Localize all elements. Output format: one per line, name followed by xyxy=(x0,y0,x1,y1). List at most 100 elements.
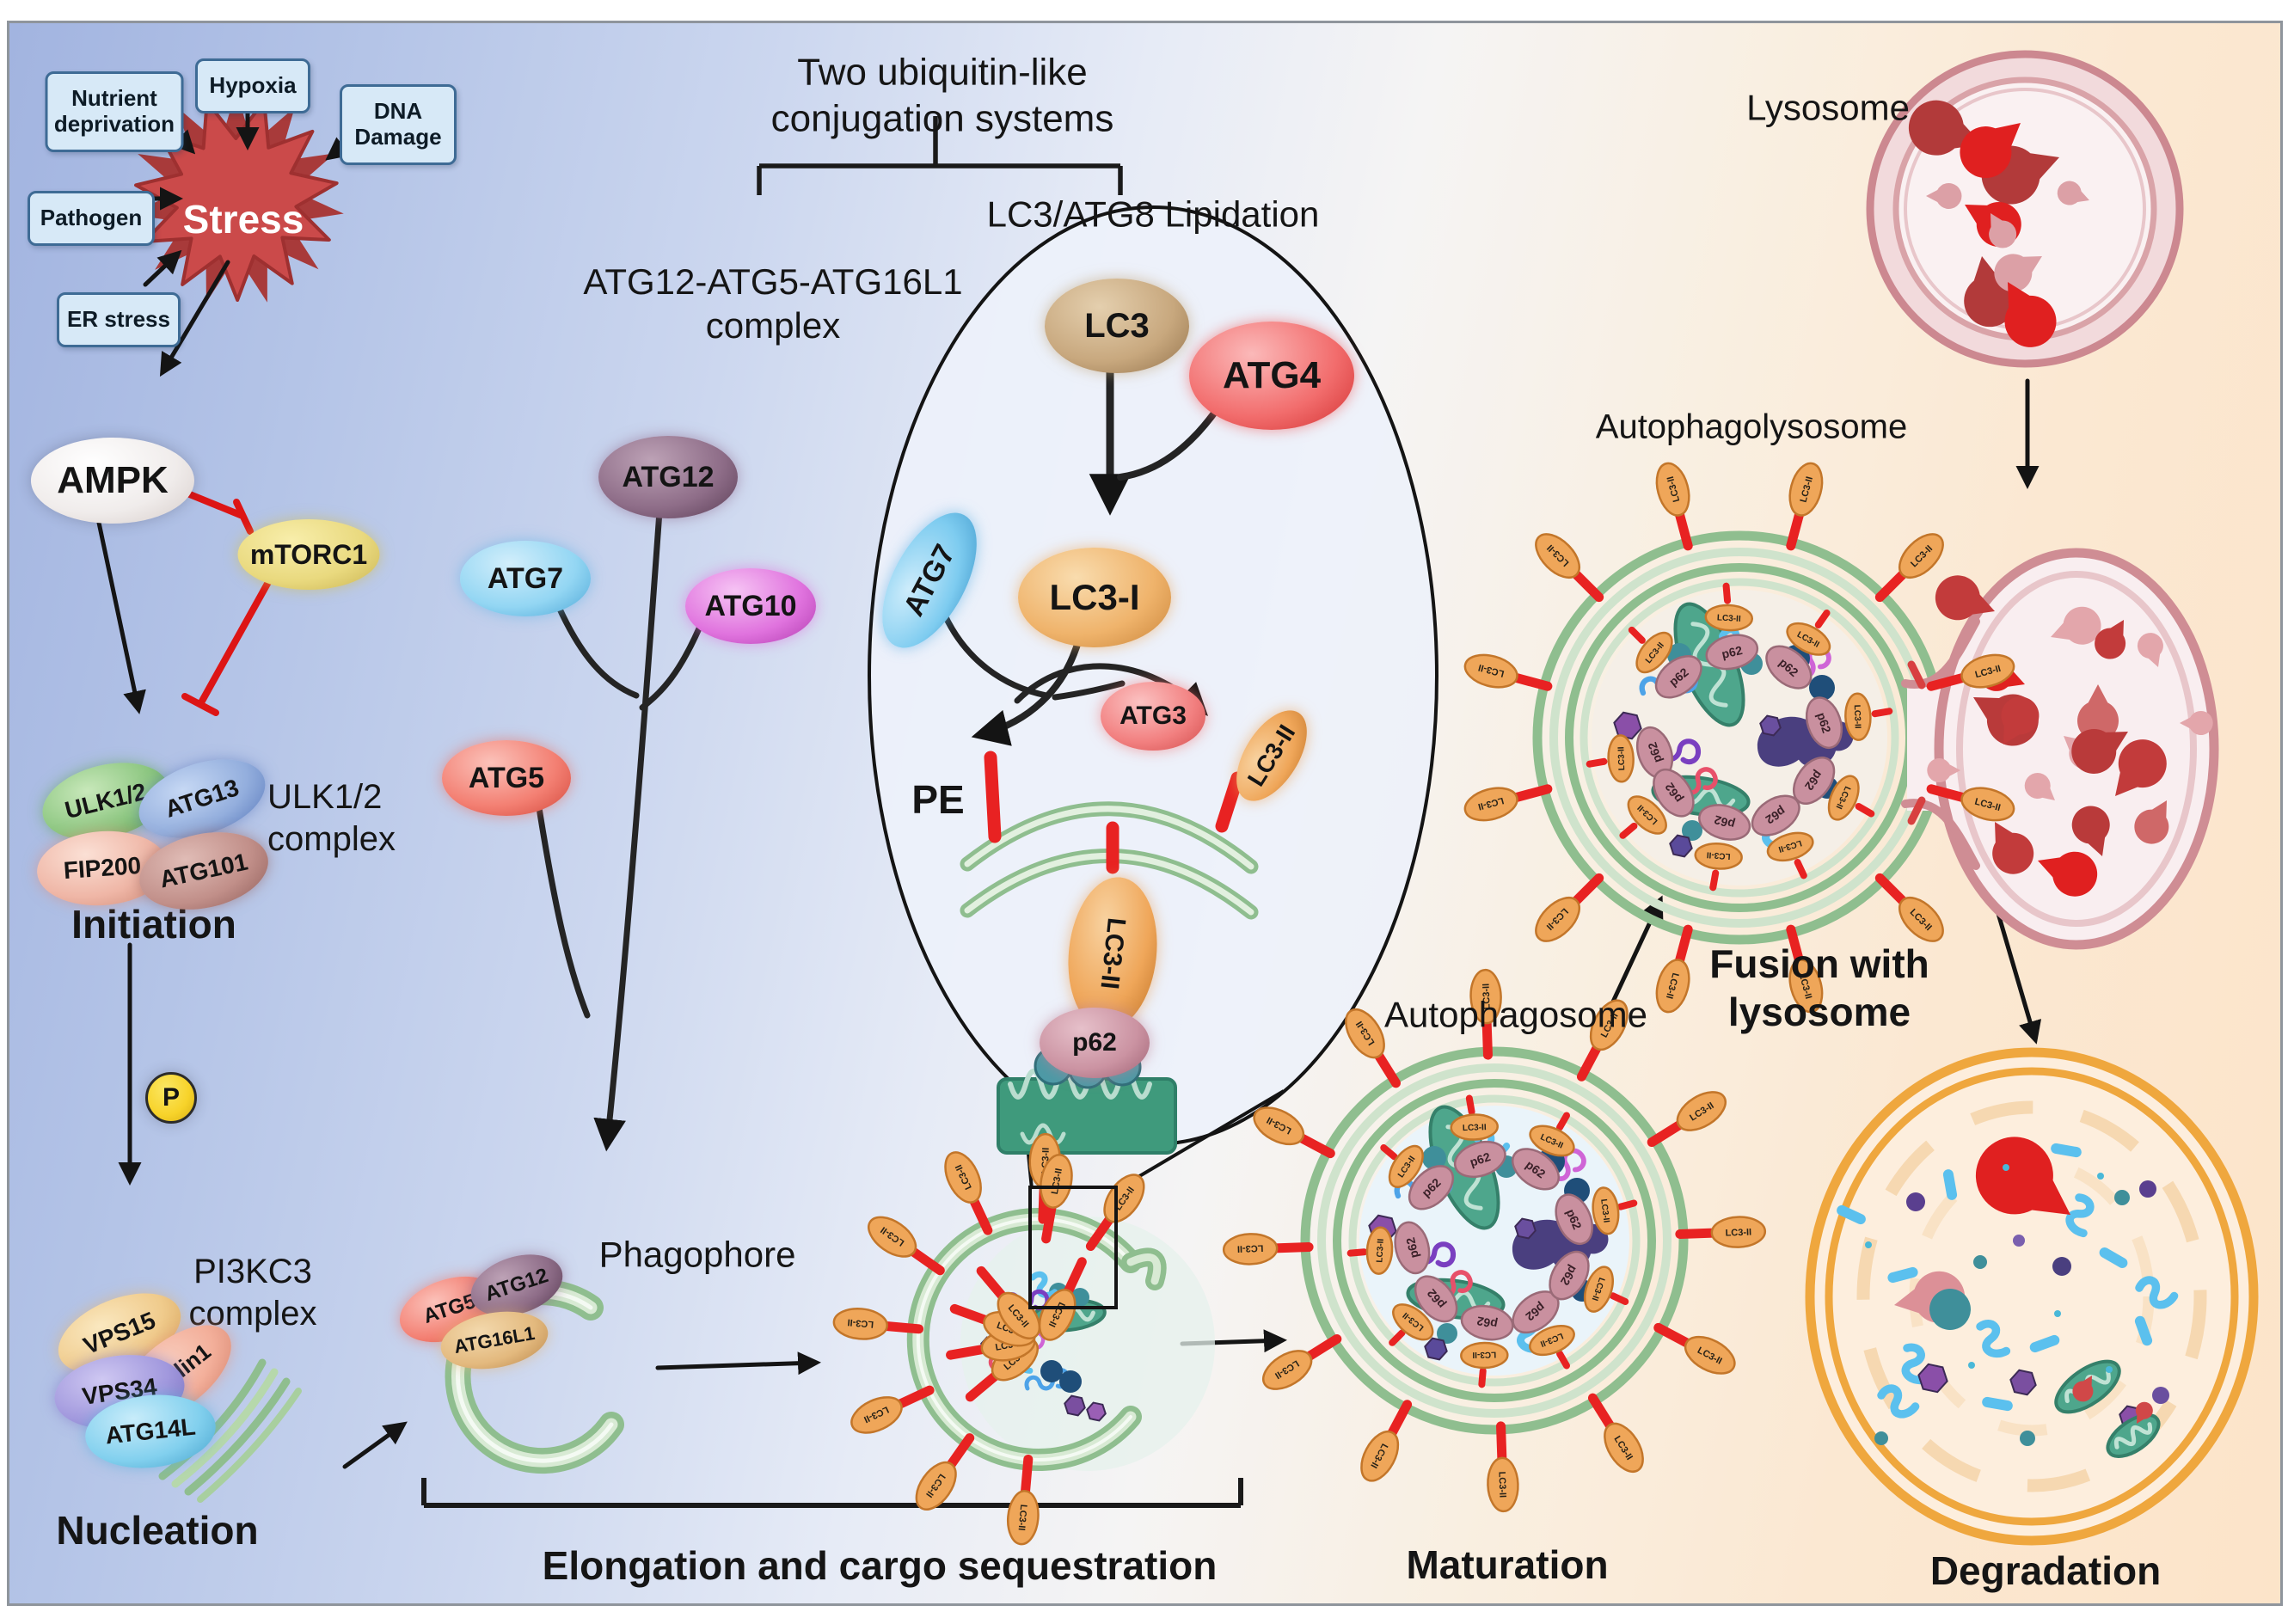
enzyme-pacman xyxy=(2051,606,2101,645)
lc3ii-stud: LC3-II xyxy=(1675,1216,1767,1248)
cargo-dot xyxy=(2020,1431,2035,1446)
lc3ii-pill: LC3-II xyxy=(1583,1265,1614,1313)
pill-label: LC3-II xyxy=(1717,613,1742,623)
lc3ii-stud: LC3-II xyxy=(1345,1008,1402,1088)
arrow-ampk-ulk xyxy=(93,504,146,714)
cargo-dot xyxy=(2013,1235,2025,1247)
atg4-node: ATG4 xyxy=(1189,322,1354,430)
cargo-dot xyxy=(2106,1366,2113,1373)
pill-label: p62 xyxy=(1721,643,1744,661)
pill-label: LC3-II xyxy=(1375,1238,1385,1263)
peptide-worm xyxy=(2065,1193,2095,1238)
pill-label: LC3-II xyxy=(1852,705,1862,729)
magnifier-inset-rect xyxy=(1028,1186,1118,1309)
phosphate-node: P xyxy=(145,1072,197,1124)
lc3ii-stud: LC3-II xyxy=(1926,653,2015,691)
peptide-worm xyxy=(1877,1384,1920,1419)
p62-pill: p62 xyxy=(1805,696,1843,750)
lc3ii-pill: LC3-II xyxy=(1704,604,1754,632)
cargo-dot xyxy=(2097,1173,2104,1180)
enzyme-pacman xyxy=(2077,684,2119,742)
dna-damage-box: DNA Damage xyxy=(340,84,457,165)
cargo-dot xyxy=(1809,675,1835,701)
degraded-fragment-bar xyxy=(2029,1334,2060,1353)
degraded-fragment-bar xyxy=(2134,1315,2153,1346)
p62-pill: p62 xyxy=(1751,794,1800,837)
pill-label: p62 xyxy=(1475,1314,1499,1331)
cargo-dot xyxy=(2052,1257,2071,1276)
lc3ii-pill: LC3-II xyxy=(1388,1144,1424,1188)
enzyme-pacman xyxy=(2038,851,2098,897)
inhibit-t2 xyxy=(181,693,219,716)
lc3i-node: LC3-I xyxy=(1018,548,1171,647)
lc3ii-stud: LC3-II xyxy=(850,1385,935,1434)
lc3ii-stud: LC3-II xyxy=(832,1307,924,1340)
degradation-label: Degradation xyxy=(1929,1547,2162,1593)
pi3kc3-complex-label: PI3KC3 complex xyxy=(188,1253,317,1333)
nucleation-membrane xyxy=(158,1358,302,1503)
callout-line-right xyxy=(1116,1089,1285,1191)
enzyme-pacman xyxy=(2115,739,2167,796)
autophagolysosome-cargo: LC3-IIp62LC3-IIp62LC3-IIp62LC3-IIp62LC3-… xyxy=(1586,582,1893,892)
peptide-worm xyxy=(1901,1343,1928,1385)
pill-label: p62 xyxy=(1713,812,1737,831)
enzyme-pacman xyxy=(1935,575,1995,621)
lc3ii-stud: LC3-II xyxy=(1786,924,1824,1014)
degraded-fragment-bar xyxy=(1837,1204,1866,1225)
fusion-label: Fusion with lysosome xyxy=(1709,941,1929,1034)
lc3ii-stud-label: LC3-II xyxy=(1481,984,1493,1010)
enzyme-pacman xyxy=(2134,800,2169,844)
lc3ii-stud: LC3-II xyxy=(1647,1091,1727,1148)
pill-label: LC3-II xyxy=(1463,1123,1487,1133)
enzyme-pacman xyxy=(1964,256,2016,328)
p62-pill: p62 xyxy=(1512,1290,1560,1334)
pill-label: p62 xyxy=(1645,740,1665,764)
aggregate-hexagon xyxy=(1613,711,1642,740)
lc3ii-stud: LC3-II xyxy=(1469,968,1502,1060)
lc3ii-stud: LC3-II xyxy=(1576,999,1629,1082)
atg10-node: ATG10 xyxy=(685,568,816,644)
degraded-fragment-bar xyxy=(1942,1169,1958,1200)
enzyme-pacman xyxy=(2001,696,2040,745)
phagophore-label: Phagophore xyxy=(598,1234,796,1275)
enzyme-pacman xyxy=(1992,822,2034,874)
p62-pill: p62 xyxy=(1453,1140,1506,1179)
lc3ii-mid-label: LC3-II xyxy=(1095,916,1132,991)
lipidation-arrows xyxy=(938,359,1227,746)
lc3ii-stud: LC3-II xyxy=(1786,462,1824,551)
degraded-fragment-bar xyxy=(2051,1143,2082,1158)
aggregate-hexagon xyxy=(1424,1337,1448,1361)
branch-main xyxy=(593,496,664,1152)
lc3ii-stud: LC3-II xyxy=(1926,784,2015,822)
lc3ii-stud-label: LC3-II xyxy=(1725,1228,1751,1239)
lc3ii-pill: LC3-II xyxy=(1529,1324,1575,1357)
lc3ii-pill: LC3-II xyxy=(1786,622,1831,656)
lc3ii-stud: LC3-II xyxy=(915,1433,975,1511)
degraded-fragment-bar xyxy=(1887,1266,1918,1284)
autophagosome-label: Autophagosome xyxy=(1384,994,1647,1035)
enzyme-pacman xyxy=(2095,620,2126,659)
lc3ii-pill: LC3-II xyxy=(1827,775,1860,821)
enzyme-pacman xyxy=(1960,123,2021,179)
cargo-dot xyxy=(1682,820,1702,841)
cargo-dot xyxy=(1040,1360,1063,1382)
lc3ii-pill: LC3-II xyxy=(1460,1341,1509,1370)
stress-label: Stress xyxy=(182,196,304,242)
lc3ii-stud: LC3-II xyxy=(1874,873,1944,942)
conjugation-title: Two ubiquitin-like conjugation systems xyxy=(770,51,1114,139)
branch-atg7 xyxy=(551,594,640,699)
enzyme-pacman xyxy=(2071,729,2128,774)
autophagolysosome-label: Autophagolysosome xyxy=(1595,408,1908,446)
enzyme-pacman xyxy=(2135,1401,2153,1424)
p62-pill: p62 xyxy=(1654,655,1702,699)
lc3ii-pill: LC3-II xyxy=(1365,1226,1394,1275)
curve-atg3 xyxy=(1052,680,1126,701)
p62-pill: p62 xyxy=(1792,757,1836,805)
lipidation-label: LC3/ATG8 Lipidation xyxy=(986,193,1320,235)
lc3ii-stud: LC3-II xyxy=(1463,653,1553,691)
lysosome-label: Lysosome xyxy=(1746,87,1910,128)
arrow-nucleation-phagophore xyxy=(342,1421,408,1469)
ulk-complex-label: ULK1/2 complex xyxy=(267,778,396,858)
cargo-dot xyxy=(1422,1146,1446,1170)
